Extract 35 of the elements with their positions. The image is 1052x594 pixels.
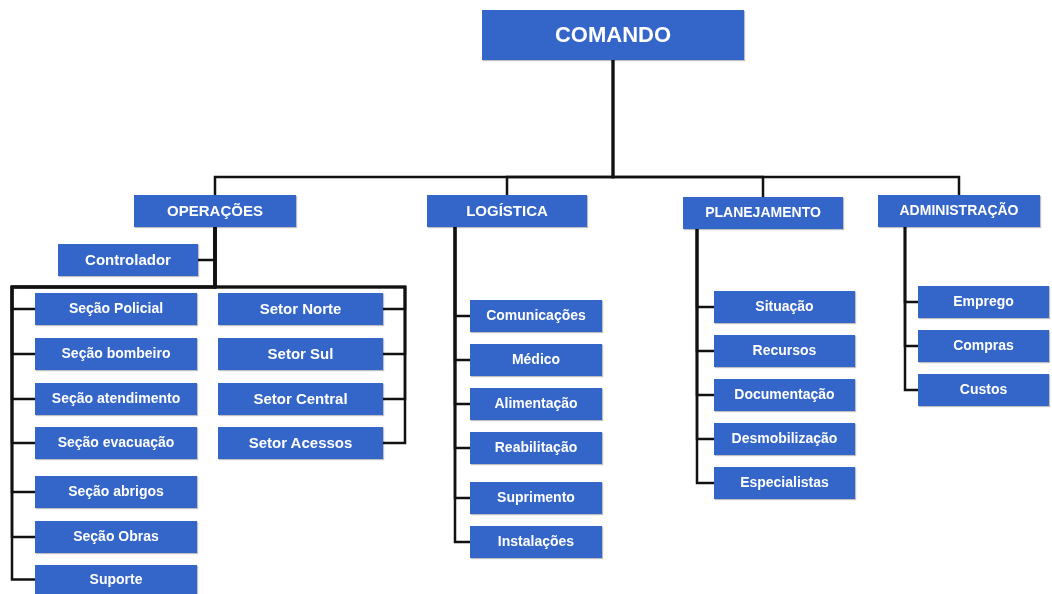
org-unit-box: Desmobilização [714, 423, 855, 455]
org-unit-box: Reabilitação [470, 432, 602, 464]
org-unit-box: LOGÍSTICA [427, 195, 587, 227]
org-unit-box: Seção Obras [35, 521, 197, 553]
org-unit-box: Emprego [918, 286, 1049, 318]
org-unit-box: Seção abrigos [35, 476, 197, 508]
org-unit-box: Setor Sul [218, 338, 383, 370]
org-unit-box: OPERAÇÕES [134, 195, 296, 227]
connector-line [213, 227, 407, 445]
org-unit-box: PLANEJAMENTO [683, 197, 843, 229]
org-unit-box: Seção evacuação [35, 427, 197, 459]
connector-line [611, 60, 961, 195]
org-unit-box: Setor Central [218, 383, 383, 415]
org-unit-box: Instalações [470, 526, 602, 558]
org-unit-box: Compras [918, 330, 1049, 362]
connector-line [695, 229, 714, 485]
org-unit-box: Setor Acessos [218, 427, 383, 459]
org-unit-box: Especialistas [714, 467, 855, 499]
connector-line [903, 227, 918, 392]
org-unit-box: ADMINISTRAÇÃO [878, 195, 1040, 227]
org-unit-box: Médico [470, 344, 602, 376]
org-unit-box: Custos [918, 374, 1049, 406]
org-unit-box: Situação [714, 291, 855, 323]
org-unit-box: Seção bombeiro [35, 338, 197, 370]
org-unit-box: Alimentação [470, 388, 602, 420]
org-unit-box: Recursos [714, 335, 855, 367]
org-unit-box: Seção Policial [35, 293, 197, 325]
org-unit-box: Suprimento [470, 482, 602, 514]
org-unit-box: Controlador [58, 244, 198, 276]
org-unit-box: Setor Norte [218, 293, 383, 325]
org-unit-box: Comunicações [470, 300, 602, 332]
org-unit-box: Seção atendimento [35, 383, 197, 415]
org-unit-box: COMANDO [482, 10, 744, 60]
org-unit-box: Suporte [35, 565, 197, 594]
org-unit-box: Documentação [714, 379, 855, 411]
